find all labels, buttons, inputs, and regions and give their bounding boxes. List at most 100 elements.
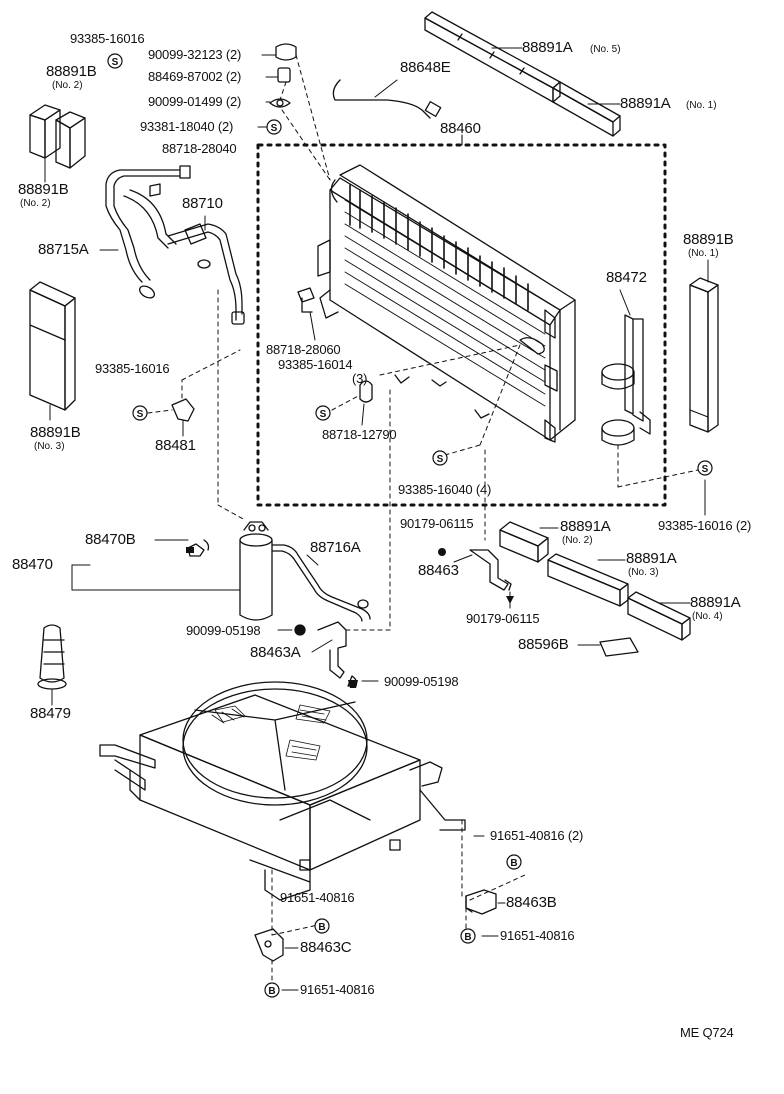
seal-88891B-no3 <box>29 281 76 421</box>
label-88718-12790: 88718-12790 <box>322 427 397 442</box>
label-88891A-no5: 88891A <box>522 39 573 56</box>
s-symbol-6: S <box>697 460 713 476</box>
label-91651-40816-left: 91651-40816 <box>280 890 355 905</box>
b-symbol-3: B <box>314 918 330 934</box>
condenser-core <box>317 164 576 443</box>
label-88596B <box>599 637 639 657</box>
seal-88891A-no4 <box>627 591 691 641</box>
svg-text:S: S <box>112 57 119 68</box>
clip-88718-28060 <box>297 287 315 313</box>
screw-88470B <box>186 547 194 553</box>
label-93385-16016-right: 93385-16016 (2) <box>658 518 752 533</box>
seal-88891A-no2 <box>499 521 549 563</box>
label-90099-32123: 90099-32123 (2) <box>148 47 242 62</box>
liquid-pipe-88710 <box>167 215 245 325</box>
label-88472: 88472 <box>606 269 647 286</box>
condenser-fan-assembly <box>99 681 466 901</box>
label-88891A-no4: 88891A <box>690 594 741 611</box>
label-88716A: 88716A <box>310 539 361 556</box>
label-91651-40816-rb: 91651-40816 <box>500 928 575 943</box>
label-90179-06115-a: 90179-06115 <box>400 516 474 531</box>
label-90179-06115-b: 90179-06115 <box>466 611 540 626</box>
label-88891B-no1: 88891B <box>683 231 734 248</box>
label-88596B: 88596B <box>518 636 569 653</box>
label-93385-16014: 93385-16014 <box>278 357 353 372</box>
svg-text:B: B <box>510 858 517 869</box>
label-88891B-no2-top: 88891B <box>46 63 97 80</box>
label-88891A-no5-sub: (No. 5) <box>590 44 621 55</box>
label-88891A-no1-sub: (No. 1) <box>686 100 717 111</box>
receiver-bracket-88472 <box>601 289 651 446</box>
nut-90179-06115-a <box>438 548 446 556</box>
label-88469-87002: 88469-87002 (2) <box>148 69 242 84</box>
label-91651-40816-lb: 91651-40816 <box>300 982 375 997</box>
thermistor-88648E <box>332 79 442 119</box>
svg-text:B: B <box>464 932 471 943</box>
label-88891B-no3: 88891B <box>30 424 81 441</box>
label-88891A-no2: 88891A <box>560 518 611 535</box>
b-symbol-1: B <box>506 854 522 870</box>
sight-glass-88470B <box>187 539 210 557</box>
svg-text:B: B <box>318 922 325 933</box>
seal-88891A-no5 <box>424 11 561 103</box>
hardware-stack <box>257 43 297 128</box>
label-88479: 88479 <box>30 705 71 722</box>
svg-text:S: S <box>702 464 709 475</box>
seal-88891B-no1 <box>689 259 719 433</box>
label-88718-28040: 88718-28040 <box>162 141 237 156</box>
label-88891A-no4-sub: (No. 4) <box>692 611 723 622</box>
label-88463B: 88463B <box>506 894 557 911</box>
b-symbol-2: B <box>460 928 476 944</box>
b-symbol-4: B <box>264 982 280 998</box>
s-symbol-2: S <box>266 119 282 135</box>
nut-90179-06115-b <box>506 596 514 604</box>
label-88710: 88710 <box>182 195 223 212</box>
sensor-88481 <box>171 398 195 422</box>
condenser-group-outline <box>256 143 667 507</box>
label-88470: 88470 <box>12 556 53 573</box>
label-90099-05198-b: 90099-05198 <box>384 674 459 689</box>
s-symbol-3: S <box>132 405 148 421</box>
s-symbol-1: S <box>107 53 123 69</box>
discharge-hose-88715A <box>99 165 191 299</box>
label-88891A-no3-sub: (No. 3) <box>628 567 659 578</box>
label-88891A-no3: 88891A <box>626 550 677 567</box>
bracket-88463 <box>453 549 512 609</box>
label-90099-05198-a: 90099-05198 <box>186 623 261 638</box>
boot-88479 <box>37 624 67 706</box>
bracket-88463B <box>465 889 497 915</box>
svg-text:S: S <box>437 454 444 465</box>
clip-88718-12790 <box>359 380 373 403</box>
nut-90099-05198 <box>294 624 306 636</box>
seal-88891A-no3 <box>547 553 629 607</box>
svg-text:B: B <box>268 986 275 997</box>
label-88891B-no2-bot-sub: (No. 2) <box>20 198 51 209</box>
seal-88891A-no1 <box>552 81 621 137</box>
label-88891B-no2-top-sub: (No. 2) <box>52 80 83 91</box>
label-88891A-no1: 88891A <box>620 95 671 112</box>
label-88891B-no3-sub: (No. 3) <box>34 441 65 452</box>
svg-text:S: S <box>271 123 278 134</box>
label-88463A: 88463A <box>250 644 301 661</box>
label-93381-18040: 93381-18040 (2) <box>140 119 234 134</box>
label-88463: 88463 <box>418 562 459 579</box>
label-91651-40816-qty2: 91651-40816 (2) <box>490 828 584 843</box>
label-88481: 88481 <box>155 437 196 454</box>
label-88460: 88460 <box>440 120 481 137</box>
bracket-88463C <box>254 928 284 962</box>
s-symbol-4: S <box>315 405 331 421</box>
svg-text:S: S <box>137 409 144 420</box>
label-88891B-no2-bot: 88891B <box>18 181 69 198</box>
label-93385-16014-qty: (3) <box>352 371 368 386</box>
label-93385-16016-mid: 93385-16016 <box>95 361 170 376</box>
label-88648E: 88648E <box>400 59 451 76</box>
diagram-code: ME Q724 <box>680 1025 734 1040</box>
receiver-dryer-88470 <box>239 521 273 621</box>
label-88715A: 88715A <box>38 241 89 258</box>
label-88891B-no1-sub: (No. 1) <box>688 248 719 259</box>
svg-text:S: S <box>320 409 327 420</box>
seal-88891B-no2-pair <box>29 104 86 183</box>
s-symbol-5: S <box>432 450 448 466</box>
label-93385-16016-top: 93385-16016 <box>70 31 145 46</box>
